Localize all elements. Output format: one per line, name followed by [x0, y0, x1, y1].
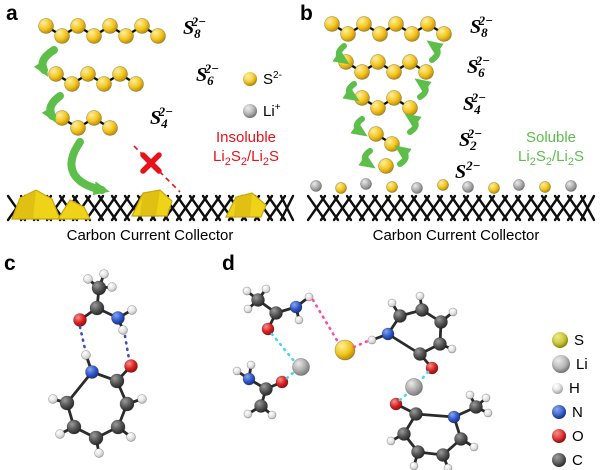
soluble-line1: Soluble	[525, 129, 577, 146]
reaction-arrow	[33, 46, 58, 77]
polysulfide-chain-a-s8	[38, 18, 166, 44]
reaction-arrow	[41, 92, 64, 123]
atom-legend-row-li: Li	[552, 352, 588, 376]
soluble-formula: Li2S2/Li2S	[518, 147, 584, 168]
ion-legend: S2- Li+	[243, 70, 282, 120]
reaction-arrow	[350, 116, 368, 137]
lithium-ion-swatch	[243, 104, 257, 118]
panel-b-label: b	[300, 2, 313, 25]
atom-legend-row-n: N	[552, 400, 588, 424]
insoluble-formula: Li2S2/Li2S	[213, 147, 279, 168]
polysulfide-chain-a-s6	[48, 66, 144, 92]
atom-swatch-li	[552, 355, 570, 373]
sulfide-ion-swatch	[243, 72, 257, 86]
li2s-deposit	[131, 189, 173, 217]
species-label-a-s4: S42−	[150, 104, 174, 131]
lithium-ion-label: Li+	[263, 102, 281, 120]
atom-legend-row-o: O	[552, 424, 588, 448]
panel-d-label: d	[222, 252, 235, 275]
atom-label-li: Li	[576, 355, 588, 373]
ion-legend-sulfide: S2-	[243, 70, 282, 88]
species-label-b-s1: S2−	[455, 158, 481, 183]
species-label-a-s6: S62−	[196, 61, 220, 88]
atom-legend-row-s: S	[552, 328, 588, 352]
li-o-interaction	[418, 370, 430, 383]
h-bond	[78, 325, 87, 351]
species-label-b-s6: S62−	[467, 53, 491, 80]
polysulfide-chain-a-s4	[54, 110, 118, 136]
atom-label-n: N	[572, 403, 583, 421]
li2s-deposit-facet	[140, 190, 160, 216]
li2s-deposit	[56, 199, 91, 220]
species-label-a-s8: S82−	[183, 14, 207, 41]
species-label-b-s2: S22−	[459, 126, 483, 153]
reaction-arrow	[67, 138, 110, 196]
insoluble-note: Insoluble Li2S2/Li2S	[196, 129, 296, 170]
n-h-s-interaction	[352, 339, 370, 349]
reaction-arrow	[426, 40, 444, 63]
atom-label-h: H	[569, 379, 580, 397]
h-bond	[123, 334, 131, 361]
panel-c-label: c	[4, 252, 16, 275]
atom-swatch-s	[552, 332, 568, 348]
reaction-arrow	[342, 81, 360, 102]
species-label-b-s8: S82−	[470, 13, 494, 40]
carbon-collector-b	[306, 194, 596, 222]
atom-label-c: C	[572, 451, 583, 469]
atom-legend-row-c: C	[552, 448, 588, 470]
polysulfide-chain-b-s4	[354, 90, 418, 116]
atom-swatch-o	[552, 429, 566, 443]
atom-swatch-n	[552, 405, 566, 419]
polysulfide-chain-b-s8	[324, 16, 452, 42]
panel-a-label: a	[6, 2, 18, 25]
sulfide-ion-label: S2-	[263, 70, 282, 88]
polysulfide-chain-b-s2	[368, 126, 400, 152]
n-h-s-interaction	[311, 298, 340, 344]
species-label-b-s4: S42−	[463, 90, 487, 117]
panel-c-molecules	[48, 269, 147, 458]
li-o-interaction	[285, 370, 296, 380]
reaction-arrow	[332, 43, 350, 65]
li-o-interaction	[398, 391, 410, 402]
atom-legend-row-h: H	[552, 376, 588, 400]
insoluble-line1: Insoluble	[215, 129, 277, 146]
atom-label-s: S	[574, 331, 585, 349]
li-o-interaction	[270, 332, 296, 363]
atom-swatch-c	[552, 453, 566, 467]
caption-a: Carbon Current Collector	[66, 227, 234, 244]
soluble-note: Soluble Li2S2/Li2S	[506, 129, 596, 170]
li2s-deposit-facet	[12, 190, 36, 219]
atom-legend: S Li H N O C	[552, 328, 588, 470]
atom-label-o: O	[572, 427, 584, 445]
reaction-arrow	[358, 148, 376, 169]
adsorbed-ions-row	[310, 178, 577, 194]
ion-legend-lithium: Li+	[243, 102, 282, 120]
panel-d-molecules	[232, 284, 493, 470]
polysulfide-chain-b-s1	[378, 158, 394, 174]
blocked-x-icon	[140, 152, 162, 174]
li2s-deposit	[11, 189, 61, 220]
reaction-arrow	[394, 145, 412, 167]
polysulfide-chain-b-s6	[338, 54, 434, 80]
reaction-arrow	[414, 78, 432, 100]
atom-swatch-h	[552, 382, 563, 394]
li2s-deposit-facet	[234, 193, 252, 217]
li2s-deposit	[225, 192, 267, 218]
reaction-arrow	[404, 113, 422, 135]
caption-b: Carbon Current Collector	[372, 227, 540, 244]
solvated-ions	[292, 339, 423, 396]
